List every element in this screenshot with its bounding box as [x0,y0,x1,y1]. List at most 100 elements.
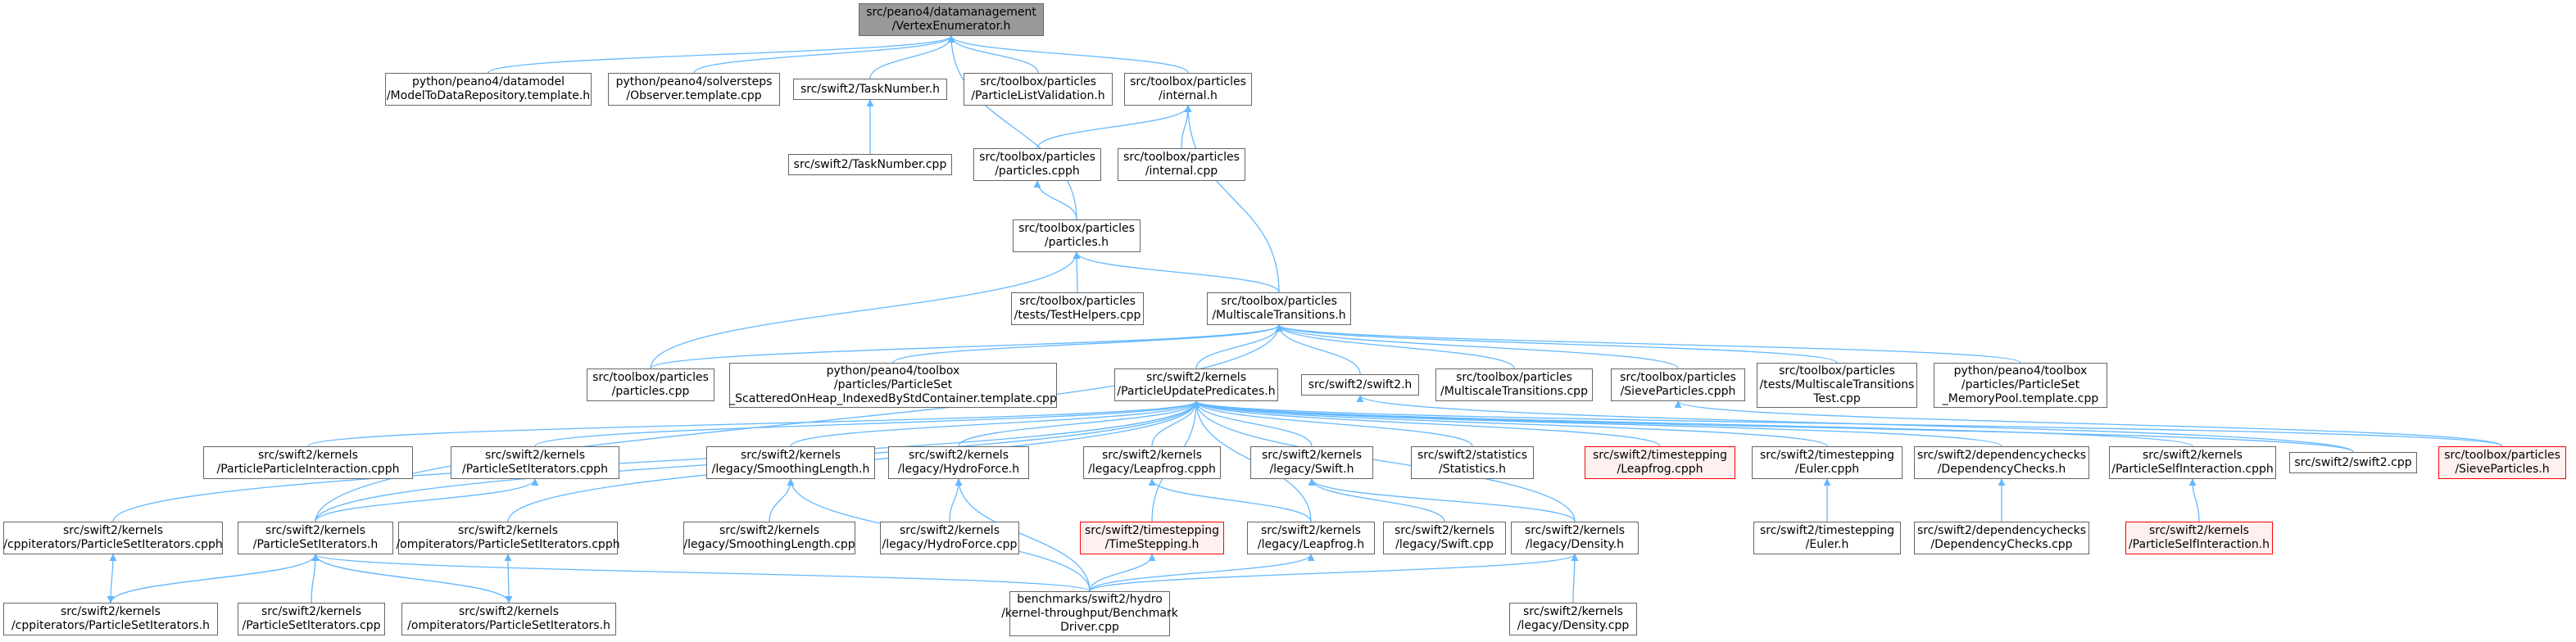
edge-observer-template-to-vertex-enumerator [693,35,955,74]
edge-benchmark-driver-to-particle-set-iterators-h [311,554,1091,592]
edge-cpp-iterators-h-to-cpp-iterators-cpph [109,554,117,604]
node-swift-cpp[interactable]: src/swift2/kernels /legacy/Swift.cpp [1383,522,1506,554]
node-label: src/swift2/kernels /legacy/Density.h [1525,524,1625,551]
node-particle-self-interaction-h[interactable]: src/swift2/kernels /ParticleSelfInteract… [2125,522,2273,554]
node-hydro-force-h[interactable]: src/swift2/kernels /legacy/HydroForce.h [888,446,1029,479]
node-label: src/swift2/kernels /cppiterators/Particl… [11,605,211,632]
node-smoothing-length-h[interactable]: src/swift2/kernels /legacy/SmoothingLeng… [706,446,875,479]
edge-particle-self-interaction-cpph-to-particle-update-predicates [1192,400,2193,447]
edge-swift2-cpp-to-particle-update-predicates [1192,400,2354,453]
edge-particle-set-iterators-h-to-particle-set-iterators-cpph [315,478,539,522]
node-label: src/swift2/kernels /cppiterators/Particl… [3,524,223,551]
edge-hydro-force-h-to-particle-update-predicates [958,400,1200,447]
node-density-h[interactable]: src/swift2/kernels /legacy/Density.h [1511,522,1639,554]
node-task-number-cpp[interactable]: src/swift2/TaskNumber.cpp [788,154,952,175]
node-particle-set-iterators-h[interactable]: src/swift2/kernels /ParticleSetIterators… [238,522,393,554]
node-dependency-checks-h[interactable]: src/swift2/dependencychecks /DependencyC… [1914,446,2089,479]
node-particles-cpp[interactable]: src/toolbox/particles /particles.cpp [587,368,714,401]
node-particle-list-validation[interactable]: src/toolbox/particles /ParticleListValid… [964,73,1113,106]
node-benchmark-driver[interactable]: benchmarks/swift2/hydro /kernel-throughp… [1001,591,1178,636]
node-cpp-iterators-h[interactable]: src/swift2/kernels /cppiterators/Particl… [3,603,218,635]
node-test-helpers[interactable]: src/toolbox/particles /tests/TestHelpers… [1011,292,1144,325]
node-particle-set-iterators-cpph[interactable]: src/swift2/kernels /ParticleSetIterators… [451,446,619,479]
node-leapfrog-cpph-timestepping[interactable]: src/swift2/timestepping /Leapfrog.cpph [1585,446,1735,479]
node-time-stepping-h[interactable]: src/swift2/timestepping /TimeStepping.h [1080,522,1224,554]
node-particle-particle-interaction[interactable]: src/swift2/kernels /ParticleParticleInte… [203,446,413,479]
node-label: src/swift2/dependencychecks /DependencyC… [1916,524,2087,551]
node-label: src/swift2/TaskNumber.cpp [793,157,947,171]
node-label: src/swift2/kernels /legacy/SmoothingLeng… [711,449,870,476]
edge-sieve-particles-cpph-to-multiscale-transitions-h [1275,324,1679,369]
node-omp-iterators-h[interactable]: src/swift2/kernels /ompiterators/Particl… [401,603,616,635]
node-statistics-h[interactable]: src/swift2/statistics /Statistics.h [1411,446,1534,479]
node-label: src/swift2/statistics /Statistics.h [1417,449,1527,476]
node-multiscale-transitions-h[interactable]: src/toolbox/particles /MultiscaleTransit… [1207,292,1351,325]
edge-particles-h-to-vertex-enumerator [947,35,1077,220]
edge-particles-cpp-to-multiscale-transitions-h [650,324,1283,369]
node-scattered-on-heap[interactable]: python/peano4/toolbox /particles/Particl… [729,363,1057,408]
node-label: src/swift2/timestepping /TimeStepping.h [1084,524,1220,551]
node-label: src/swift2/kernels /ParticleSetIterators… [462,449,608,476]
edge-particle-set-iterators-cpph-to-particle-update-predicates [534,400,1200,447]
node-hydro-force-cpp[interactable]: src/swift2/kernels /legacy/HydroForce.cp… [880,522,1019,554]
node-label: src/swift2/timestepping /Leapfrog.cpph [1592,449,1728,476]
edge-particle-set-iterators-h-to-omp-iterators-h [315,554,513,604]
node-particle-set-iterators-cpp[interactable]: src/swift2/kernels /ParticleSetIterators… [238,603,385,635]
node-label: src/toolbox/particles /particles.cpp [592,371,709,398]
edge-leapfrog-cpph-timestepping-to-particle-update-predicates [1192,400,1661,447]
node-particles-cpph[interactable]: src/toolbox/particles /particles.cpph [973,148,1101,181]
node-euler-cpph[interactable]: src/swift2/timestepping /Euler.cpph [1752,446,1903,479]
node-label: src/toolbox/particles /internal.h [1130,75,1246,102]
node-particle-update-predicates[interactable]: src/swift2/kernels /ParticleUpdatePredic… [1114,368,1278,401]
edge-benchmark-driver-to-time-stepping-h [1089,554,1156,592]
node-internal-h[interactable]: src/toolbox/particles /internal.h [1124,73,1252,106]
node-label: src/swift2/kernels /ParticleSelfInteract… [2128,524,2270,551]
node-particles-h[interactable]: src/toolbox/particles /particles.h [1013,219,1141,252]
node-label: src/swift2/kernels /ParticleUpdatePredic… [1117,371,1276,398]
node-sieve-particles-h[interactable]: src/toolbox/particles /SieveParticles.h [2438,446,2566,479]
edge-multiscale-transitions-h-to-internal-h [1184,105,1280,293]
node-multiscale-transitions-test[interactable]: src/toolbox/particles /tests/MultiscaleT… [1757,363,1917,408]
node-label: src/toolbox/particles /internal.cpp [1123,151,1240,178]
edge-hydro-force-cpp-to-hydro-force-h [949,478,963,522]
edge-particle-self-interaction-h-to-particle-self-interaction-cpph [2188,478,2200,522]
node-density-cpp[interactable]: src/swift2/kernels /legacy/Density.cpp [1509,603,1637,635]
node-label: src/swift2/kernels /legacy/Swift.h [1262,449,1362,476]
node-label: src/swift2/timestepping /Euler.cpph [1759,449,1895,476]
node-swift2-h[interactable]: src/swift2/swift2.h [1301,374,1419,396]
node-label: src/swift2/kernels /ParticleSelfInteract… [2111,449,2274,476]
node-internal-cpp[interactable]: src/toolbox/particles /internal.cpp [1118,148,1245,181]
node-leapfrog-h[interactable]: src/swift2/kernels /legacy/Leapfrog.h [1247,522,1375,554]
node-label: src/swift2/kernels /legacy/HydroForce.h [897,449,1020,476]
node-smoothing-length-cpp[interactable]: src/swift2/kernels /legacy/SmoothingLeng… [683,522,855,554]
edge-model-to-data-repository-to-vertex-enumerator [488,35,955,74]
edge-sieve-particles-h-to-particle-update-predicates [1192,400,2503,447]
edge-omp-iterators-h-to-omp-iterators-cpph [504,554,512,604]
node-vertex-enumerator[interactable]: src/peano4/datamanagement /VertexEnumera… [859,3,1044,36]
node-observer-template[interactable]: python/peano4/solversteps /Observer.temp… [608,73,780,106]
edge-density-h-to-particle-update-predicates [1192,400,1576,522]
node-model-to-data-repository[interactable]: python/peano4/datamodel /ModelToDataRepo… [385,73,592,106]
node-omp-iterators-cpph[interactable]: src/swift2/kernels /ompiterators/Particl… [396,522,620,554]
node-swift2-cpp[interactable]: src/swift2/swift2.cpp [2289,452,2417,473]
node-swift-h[interactable]: src/swift2/kernels /legacy/Swift.h [1250,446,1373,479]
node-multiscale-transitions-cpp[interactable]: src/toolbox/particles /MultiscaleTransit… [1435,368,1593,401]
node-label: src/toolbox/particles /SieveParticles.cp… [1620,371,1736,398]
node-leapfrog-cpph-kernels[interactable]: src/swift2/kernels /legacy/Leapfrog.cpph [1083,446,1221,479]
node-euler-h[interactable]: src/swift2/timestepping /Euler.h [1753,522,1901,554]
edge-internal-h-to-vertex-enumerator [947,35,1189,74]
node-cpp-iterators-cpph[interactable]: src/swift2/kernels /cppiterators/Particl… [3,522,223,554]
node-sieve-particles-cpph[interactable]: src/toolbox/particles /SieveParticles.cp… [1611,368,1745,401]
edge-leapfrog-h-to-leapfrog-cpph-kernels [1148,478,1312,522]
node-label: src/swift2/kernels /legacy/SmoothingLeng… [683,524,855,551]
node-dependency-checks-cpp[interactable]: src/swift2/dependencychecks /DependencyC… [1914,522,2089,554]
edge-density-h-to-swift-h [1308,478,1576,522]
node-memory-pool-template[interactable]: python/peano4/toolbox /particles/Particl… [1934,363,2107,408]
edge-particles-cpp-to-particles-h [650,251,1081,369]
edge-cpp-iterators-cpph-to-particle-update-predicates [112,400,1200,522]
node-task-number-h[interactable]: src/swift2/TaskNumber.h [793,79,947,100]
node-label: src/swift2/kernels /ParticleSetIterators… [242,605,381,632]
node-particle-self-interaction-cpph[interactable]: src/swift2/kernels /ParticleSelfInteract… [2109,446,2276,479]
edge-particles-cpph-to-internal-h [1036,105,1192,149]
edge-statistics-h-to-particle-update-predicates [1192,400,1473,447]
